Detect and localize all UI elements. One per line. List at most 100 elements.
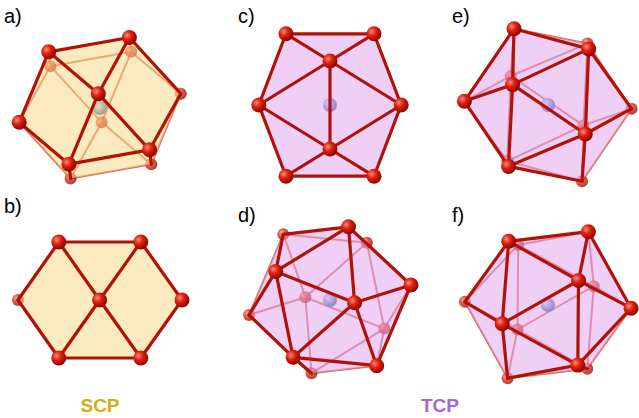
polyhedron-edge — [18, 242, 59, 300]
panel-label: f) — [452, 205, 464, 225]
polyhedron-edge — [283, 227, 348, 235]
atom-sphere — [570, 358, 585, 373]
polyhedron-edge — [293, 357, 377, 365]
atom-sphere — [51, 351, 66, 366]
atom-sphere — [369, 358, 384, 373]
atom-sphere — [323, 54, 338, 69]
polyhedron-edge — [286, 32, 374, 35]
atom-sphere — [142, 142, 157, 157]
polyhedron-edge — [355, 285, 411, 303]
icosahedron-view-c — [251, 26, 408, 183]
polyhedron-edge — [276, 271, 355, 302]
polyhedron-face — [19, 38, 181, 179]
atom-sphere — [457, 94, 472, 109]
polyhedron-edge — [100, 242, 141, 300]
polyhedron-edge — [374, 105, 401, 176]
polyhedron-edge — [349, 227, 355, 303]
panel-label: d) — [238, 205, 256, 225]
polyhedron-edge — [249, 315, 293, 357]
polyhedron-edge — [69, 94, 98, 165]
atom-sphere — [122, 30, 137, 45]
polyhedron-edge — [141, 300, 182, 358]
atom-sphere — [91, 86, 106, 101]
polyhedron-edge — [464, 101, 508, 166]
polyhedron-edge — [98, 94, 149, 150]
polyhedron-edge — [502, 324, 507, 379]
polyhedron-edge — [286, 34, 330, 61]
polyhedron-edge — [259, 61, 330, 105]
atom-sphere — [51, 235, 66, 250]
polyhedron-edge — [59, 300, 100, 358]
polyhedron-edge — [328, 61, 331, 149]
polyhedron-edge — [259, 105, 330, 149]
polyhedron-edge — [509, 85, 513, 167]
polyhedron-edge — [286, 149, 330, 176]
polyhedron-face — [465, 232, 631, 379]
polyhedron-edge — [578, 308, 631, 365]
polyhedron-edge — [49, 38, 130, 52]
polyhedron-edge — [374, 34, 401, 105]
polyhedron-view-e — [457, 21, 638, 187]
atom-sphere — [279, 169, 294, 184]
panel-label: c) — [238, 6, 255, 26]
polyhedron-edge — [502, 324, 578, 365]
atom-sphere — [501, 234, 516, 249]
polyhedron-edge — [377, 285, 411, 366]
polyhedron-edge — [59, 241, 141, 243]
panel-label: a) — [4, 6, 22, 26]
polyhedron-edge — [513, 29, 514, 85]
polyhedron-edge — [464, 29, 514, 102]
polyhedron-edge — [69, 150, 150, 164]
polyhedron-edge — [355, 303, 377, 366]
polyhedron-edge — [98, 38, 129, 94]
polyhedron-edge — [509, 232, 589, 242]
polyhedron-edge — [588, 232, 631, 309]
atom-sphere — [347, 295, 362, 310]
polyhedron-face — [18, 242, 182, 358]
polyhedron-edge — [129, 38, 180, 94]
atom-sphere — [268, 264, 283, 279]
polyhedron-face — [464, 29, 631, 182]
polyhedron-edge — [49, 52, 99, 94]
polyhedron-edge — [330, 34, 374, 61]
polyhedron-edge — [576, 281, 580, 366]
polyhedron-edge — [513, 49, 589, 85]
cuboctahedron-view-a — [12, 30, 187, 185]
atom-sphere — [578, 127, 593, 142]
polyhedron-edge — [259, 105, 286, 176]
polyhedron-edge — [330, 149, 374, 176]
polyhedron-edge — [19, 122, 69, 164]
polyhedron-edge — [59, 240, 141, 243]
polyhedron-face — [249, 227, 411, 373]
polyhedron-edge — [509, 166, 583, 181]
atom-sphere — [279, 26, 294, 41]
polyhedron-edge — [509, 134, 586, 166]
polyhedron-edge — [585, 49, 588, 134]
atom-sphere — [61, 157, 76, 172]
polyhedron-edge — [509, 241, 579, 280]
polyhedron-edge — [100, 300, 141, 358]
panel-label: e) — [452, 6, 470, 26]
atom-sphere — [404, 278, 419, 293]
polyhedron-edge — [276, 227, 349, 272]
polyhedron-edge — [502, 241, 509, 323]
atom-sphere — [505, 77, 520, 92]
polyhedron-edge — [286, 175, 374, 178]
atom-sphere — [367, 169, 382, 184]
group-label: SCP — [80, 396, 119, 415]
atom-sphere — [581, 41, 596, 56]
polyhedron-edge — [141, 242, 182, 300]
polyhedron-edge — [259, 34, 286, 105]
polyhedron-edge — [513, 85, 586, 134]
polyhedron-edge — [502, 281, 578, 324]
atom-sphere — [175, 293, 190, 308]
atom-sphere — [394, 98, 409, 113]
atom-sphere — [495, 316, 510, 331]
polyhedron-edge — [514, 29, 589, 49]
atom-sphere — [12, 115, 27, 130]
atom-sphere — [501, 159, 516, 174]
polyhedron-edge — [249, 271, 276, 315]
polyhedron-edge — [18, 300, 59, 358]
icosahedron-view-d — [243, 219, 419, 379]
